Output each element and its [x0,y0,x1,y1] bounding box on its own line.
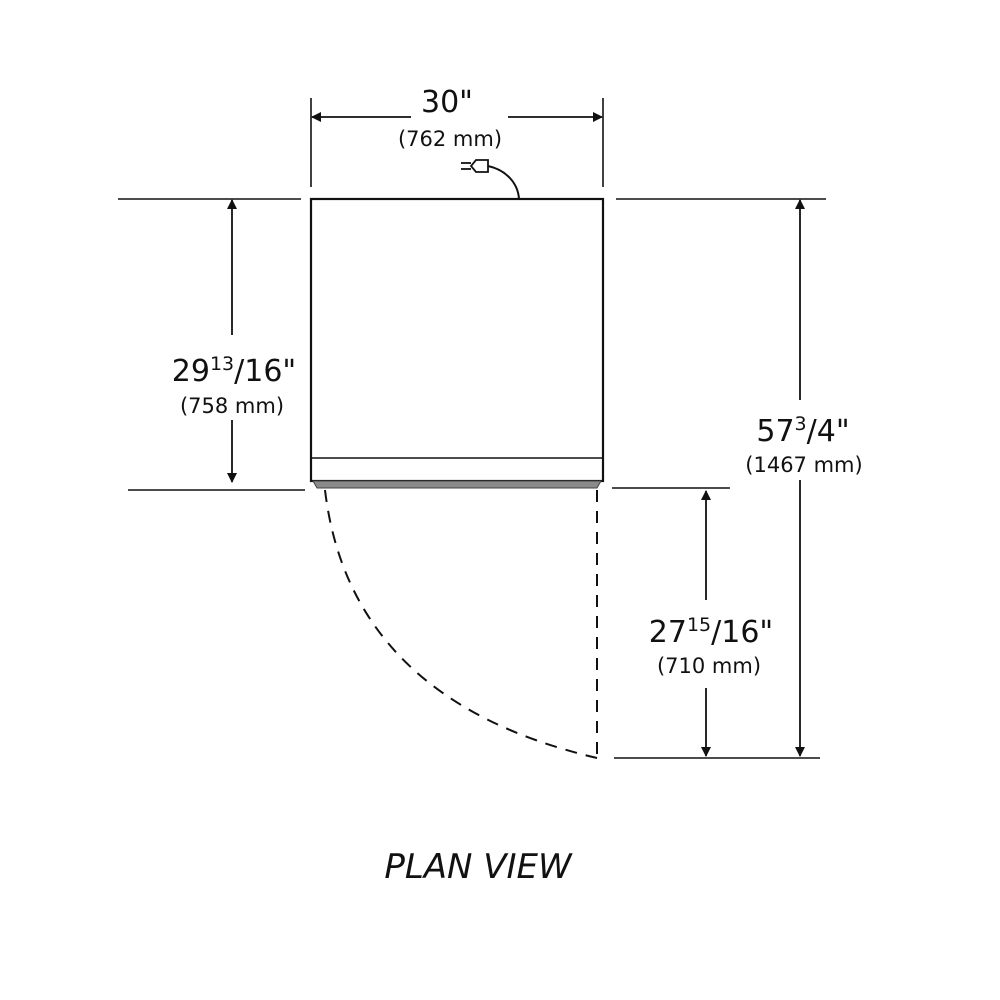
depth-dimension: 2913/16" (758 mm) [172,199,296,483]
total-imperial: 573/4" [756,413,849,449]
total-metric: (1467 mm) [745,453,862,477]
width-imperial: 30" [421,85,473,120]
door-strip [312,480,602,489]
door-imperial: 2715/16" [649,614,773,650]
depth-imperial: 2913/16" [172,353,296,389]
width-dimension: 30" (762 mm) [311,85,603,151]
depth-metric: (758 mm) [180,394,284,418]
unit-body [309,197,605,483]
total-dimension: 573/4" (1467 mm) [745,199,863,757]
plan-view-caption: PLAN VIEW [384,847,573,887]
door-swing [324,489,598,759]
door-metric: (710 mm) [657,654,761,678]
power-plug-icon [461,159,520,200]
width-metric: (762 mm) [398,127,502,151]
door-dimension: 2715/16" (710 mm) [649,490,773,757]
extension-lines [118,98,826,759]
